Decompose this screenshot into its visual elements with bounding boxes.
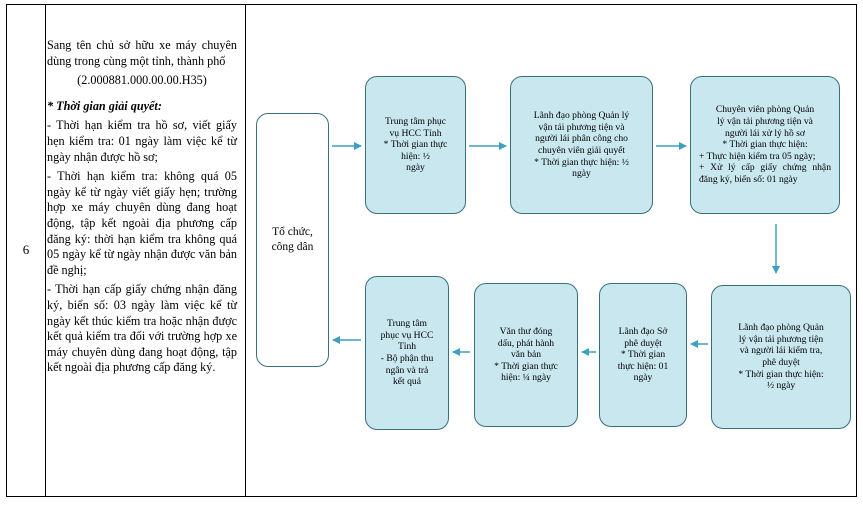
table-row: 6 bbox=[6, 4, 857, 497]
leader-assign-box: Lãnh đạo phòng Quản lý vận tải phương ti… bbox=[510, 76, 653, 214]
box-text: và người lái kiểm tra, bbox=[739, 345, 823, 357]
box-text: thực hiện: 01 bbox=[617, 360, 669, 372]
procedure-title: Sang tên chủ sở hữu xe máy chuyên dùng t… bbox=[47, 38, 237, 68]
procedure-code: (2.000881.000.00.00.H35) bbox=[77, 73, 207, 88]
box-text: Tổ chức, bbox=[272, 226, 313, 238]
time-paragraph: - Thời hạn kiểm tra hồ sơ, viết giấy hẹn… bbox=[47, 118, 237, 164]
hcc-return-box: Trung tâm phục vụ HCC Tỉnh - Bộ phận thu… bbox=[365, 276, 449, 430]
box-text: Trung tâm bbox=[387, 318, 427, 330]
box-text: * Thời gian bbox=[620, 349, 666, 361]
box-text: vụ HCC Tỉnh bbox=[389, 127, 442, 139]
box-text: người lái phân công cho bbox=[535, 133, 628, 145]
box-text: ½ ngày bbox=[766, 380, 796, 392]
box-text: Chuyên viên phòng Quản bbox=[715, 104, 815, 116]
box-text: + Xử lý cấp giấy chứng nhận đăng ký, biể… bbox=[699, 162, 831, 185]
box-text: phê duyệt bbox=[762, 357, 800, 368]
box-text: văn bản bbox=[510, 349, 542, 361]
hcc-receive-box: Trung tâm phục vụ HCC Tỉnh * Thời gian t… bbox=[365, 76, 466, 214]
box-text: kết quả bbox=[393, 376, 421, 388]
leader-review-box: Lãnh đạo phòng Quản lý vận tải phương ti… bbox=[711, 285, 851, 429]
box-text: lý vận tải phương tiện bbox=[738, 333, 824, 345]
box-text: * Thời gian thực hiện: ½ bbox=[534, 156, 629, 168]
box-text: phục vụ HCC bbox=[380, 329, 434, 341]
box-text: ngân và trả bbox=[385, 364, 429, 376]
box-text: Lãnh đạo Sở bbox=[618, 326, 668, 338]
box-text: * Thời gian thực bbox=[383, 139, 448, 151]
box-text: ngày bbox=[406, 162, 425, 174]
box-text: hiện: ½ bbox=[401, 150, 430, 162]
time-heading: * Thời gian giải quyết: bbox=[47, 98, 162, 113]
time-paragraph: - Thời hạn kiểm tra: không quá 05 ngày k… bbox=[47, 169, 237, 277]
box-text: chuyên viên giải quyết bbox=[537, 145, 626, 156]
box-text: người lái xử lý hồ sơ bbox=[725, 127, 805, 139]
box-text: lý vận tải phương tiện và bbox=[717, 116, 813, 128]
box-text: Trung tâm phục bbox=[385, 116, 446, 128]
procedure-description: Sang tên chủ sở hữu xe máy chuyên dùng t… bbox=[47, 38, 237, 380]
box-text: + Thực hiện kiểm tra 05 ngày; bbox=[699, 150, 816, 162]
box-text: dấu, phát hành bbox=[497, 337, 555, 349]
box-text: Tỉnh bbox=[397, 341, 417, 353]
specialist-box: Chuyên viên phòng Quản lý vận tải phương… bbox=[690, 76, 840, 214]
row-number: 6 bbox=[22, 242, 30, 257]
column-divider bbox=[245, 5, 246, 496]
box-text: Văn thư đóng bbox=[499, 326, 553, 338]
box-text: - Bộ phận thu bbox=[380, 353, 434, 364]
box-text: công dân bbox=[271, 241, 314, 253]
dept-leader-box: Lãnh đạo Sở phê duyệt * Thời gian thực h… bbox=[599, 283, 687, 427]
box-text: Lãnh đạo phòng Quản bbox=[738, 322, 824, 334]
time-paragraph: - Thời hạn cấp giấy chứng nhận đăng ký, … bbox=[47, 282, 237, 375]
box-text: * Thời gian thực hiện: bbox=[722, 139, 808, 151]
column-divider bbox=[45, 5, 46, 496]
box-text: hiện: ¼ ngày bbox=[501, 372, 551, 384]
box-text: * Thời gian thực bbox=[494, 360, 558, 372]
box-text: Lãnh đạo phòng Quản lý bbox=[533, 110, 630, 122]
box-text: ngày bbox=[572, 168, 591, 180]
box-text: phê duyệt bbox=[624, 337, 662, 349]
box-text: vận tải phương tiện và bbox=[538, 121, 625, 133]
box-text: ngày bbox=[633, 372, 653, 384]
box-text: * Thời gian thực hiện: bbox=[738, 368, 824, 380]
clerk-box: Văn thư đóng dấu, phát hành văn bản * Th… bbox=[474, 283, 578, 427]
citizen-box: Tổ chức, công dân bbox=[256, 113, 329, 367]
